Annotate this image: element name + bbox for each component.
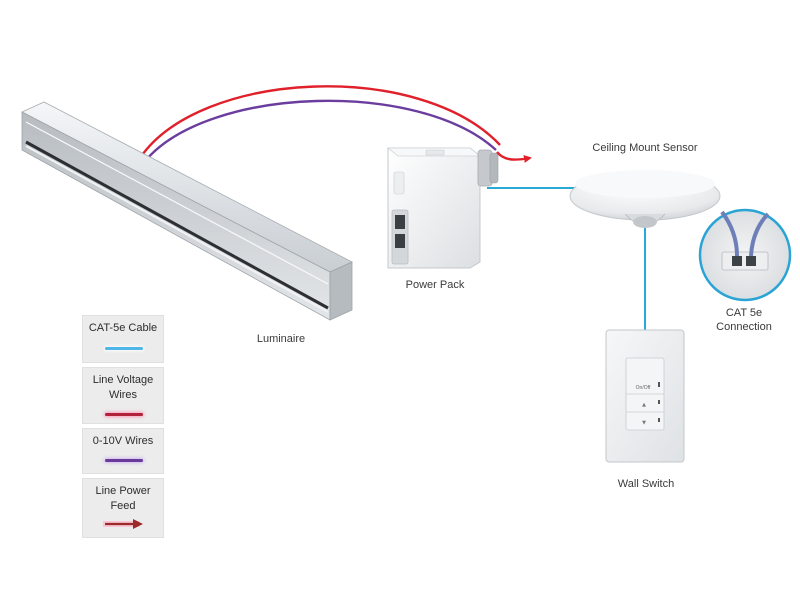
legend-item-0-10v: 0-10V Wires bbox=[82, 428, 164, 474]
luminaire-fixture bbox=[21, 101, 353, 321]
zero-to-ten-v-wire bbox=[145, 99, 497, 161]
switch-down-label: ▼ bbox=[642, 420, 646, 426]
power-pack-device bbox=[386, 147, 499, 269]
power-pack-label: Power Pack bbox=[405, 279, 465, 291]
legend-label-cat5e: CAT-5e Cable bbox=[88, 322, 158, 334]
legend-label-0-10v: 0-10V Wires bbox=[92, 435, 154, 447]
legend-item-line-voltage: Line Voltage Wires bbox=[82, 367, 164, 424]
line-power-feed-arrow bbox=[496, 151, 532, 163]
luminaire-label: Luminaire bbox=[256, 333, 306, 345]
ceiling-sensor-label: Ceiling Mount Sensor bbox=[592, 142, 698, 154]
wall-switch-device bbox=[605, 329, 685, 463]
legend-arrow-line-power bbox=[103, 519, 143, 529]
legend-swatch-line-voltage bbox=[105, 413, 143, 416]
legend-item-line-power: Line Power Feed bbox=[82, 478, 164, 538]
legend-label-line-voltage: Line Voltage Wires bbox=[92, 374, 154, 401]
legend-item-cat5e: CAT-5e Cable bbox=[82, 315, 164, 363]
legend-swatch-0-10v bbox=[105, 459, 143, 462]
legend-swatch-cat5e bbox=[105, 347, 143, 350]
cat5e-connection-inset bbox=[698, 208, 792, 302]
ceiling-mount-sensor-device bbox=[569, 170, 721, 228]
wall-switch-label: Wall Switch bbox=[617, 478, 675, 490]
switch-onoff-label: On/Off bbox=[636, 385, 651, 391]
line-voltage-wire bbox=[139, 85, 501, 159]
switch-up-label: ▲ bbox=[642, 402, 646, 408]
cat5e-connection-label: CAT 5e Connection bbox=[716, 307, 772, 333]
legend-label-line-power: Line Power Feed bbox=[95, 485, 151, 512]
